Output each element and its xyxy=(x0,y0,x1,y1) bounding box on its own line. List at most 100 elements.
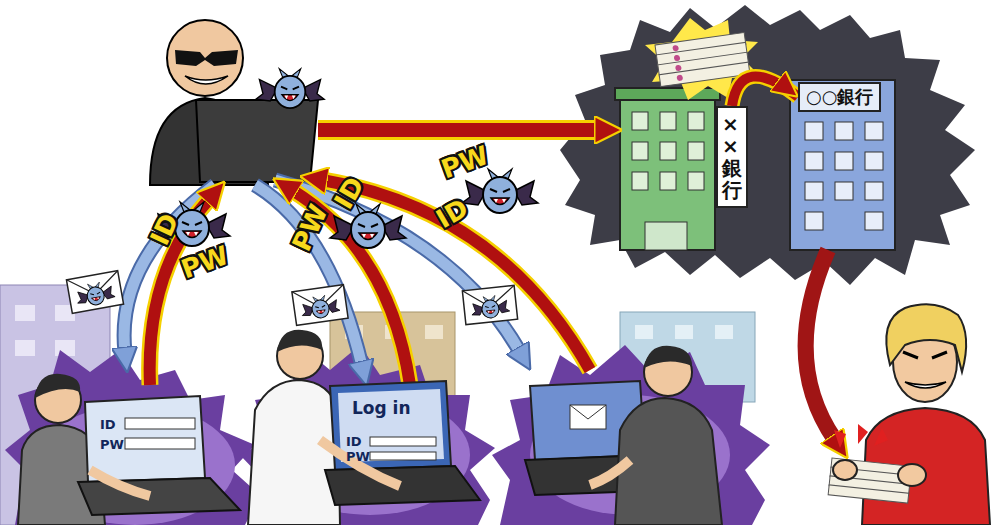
malware xyxy=(330,204,406,248)
hacker xyxy=(256,69,324,109)
background-buildings xyxy=(425,325,443,339)
screen-label: ID xyxy=(100,418,116,431)
victim xyxy=(125,438,195,449)
bank-building xyxy=(688,172,704,190)
dark-cloud xyxy=(560,5,975,285)
data-flow-arrow xyxy=(322,180,590,370)
money-flow-outline xyxy=(732,76,798,106)
screen-label: PW xyxy=(346,450,370,463)
criminal xyxy=(905,382,946,388)
background-buildings xyxy=(635,325,653,339)
bank-building xyxy=(835,122,853,140)
victim xyxy=(78,478,240,515)
screen-label: PW xyxy=(100,438,124,451)
malware xyxy=(462,169,538,213)
bank-name: ××銀行 xyxy=(722,113,742,201)
background-buildings xyxy=(675,325,693,339)
bank-building xyxy=(660,172,676,190)
malware xyxy=(292,285,348,326)
victim xyxy=(338,389,444,462)
victim xyxy=(590,460,630,485)
money-flow-arrow xyxy=(732,76,798,106)
bank-name: ○○銀行 xyxy=(806,86,873,108)
background-buildings xyxy=(15,340,35,356)
bank-building xyxy=(865,122,883,140)
bank-building xyxy=(835,152,853,170)
bank-building xyxy=(632,142,648,160)
victim xyxy=(18,374,240,525)
background-buildings xyxy=(15,305,35,321)
victim xyxy=(85,396,205,482)
victim xyxy=(248,380,340,525)
bank-building xyxy=(805,122,823,140)
bank-building xyxy=(865,182,883,200)
criminal xyxy=(828,485,909,503)
malware xyxy=(66,271,123,314)
bank-building xyxy=(632,112,648,130)
hacker xyxy=(150,20,324,185)
dark-cloud xyxy=(560,5,975,285)
victim xyxy=(277,330,322,352)
victim-glow xyxy=(5,350,260,525)
criminal xyxy=(833,460,857,480)
bank-sign: ○○銀行 xyxy=(798,82,881,112)
victim xyxy=(125,418,195,429)
hacker xyxy=(167,20,243,96)
malware xyxy=(292,285,348,326)
screen-label: Log in xyxy=(352,400,411,417)
data-flow-arrow xyxy=(124,180,590,385)
data-flow-arrow xyxy=(322,180,590,370)
hacker xyxy=(185,76,228,84)
bank-building xyxy=(632,172,648,190)
bank-building xyxy=(790,80,895,250)
criminal xyxy=(834,424,888,448)
bank-building xyxy=(645,222,687,250)
bank-building xyxy=(805,182,823,200)
bank-building xyxy=(865,212,883,230)
background-buildings xyxy=(55,340,75,356)
victim xyxy=(370,452,436,460)
victim xyxy=(90,470,150,496)
criminal xyxy=(903,352,947,358)
criminal xyxy=(886,304,966,372)
hacker xyxy=(196,100,318,182)
bank-building xyxy=(805,152,823,170)
malware xyxy=(330,204,406,248)
theft-arrow xyxy=(318,120,600,140)
victim xyxy=(525,346,722,525)
malware xyxy=(462,285,517,324)
victim xyxy=(35,374,80,398)
bank-sign: ××銀行 xyxy=(716,106,748,208)
victim xyxy=(644,346,692,368)
credential-label: PW xyxy=(178,242,232,283)
credential-label: PW xyxy=(438,142,492,183)
bank-building xyxy=(660,112,676,130)
bank-building xyxy=(688,142,704,160)
bank-building xyxy=(835,182,853,200)
malware xyxy=(462,169,538,213)
bank-building xyxy=(805,212,823,230)
malware xyxy=(66,169,538,325)
victim-glow xyxy=(492,345,770,525)
victim-glow xyxy=(240,345,495,525)
background-buildings xyxy=(0,285,755,525)
bank-building xyxy=(615,88,720,100)
victim xyxy=(325,466,480,505)
victim xyxy=(570,405,606,419)
screen-label: ID xyxy=(346,435,362,448)
victim xyxy=(370,437,436,446)
bank-building xyxy=(688,112,704,130)
criminal xyxy=(828,304,990,525)
criminal xyxy=(898,464,926,486)
malware xyxy=(462,285,517,324)
hacker xyxy=(256,69,324,109)
victim-glow xyxy=(5,345,770,525)
victim xyxy=(248,330,480,525)
theft-arrow xyxy=(806,250,835,440)
bank-building xyxy=(620,100,715,250)
victim xyxy=(570,405,606,429)
background-buildings xyxy=(715,325,733,339)
